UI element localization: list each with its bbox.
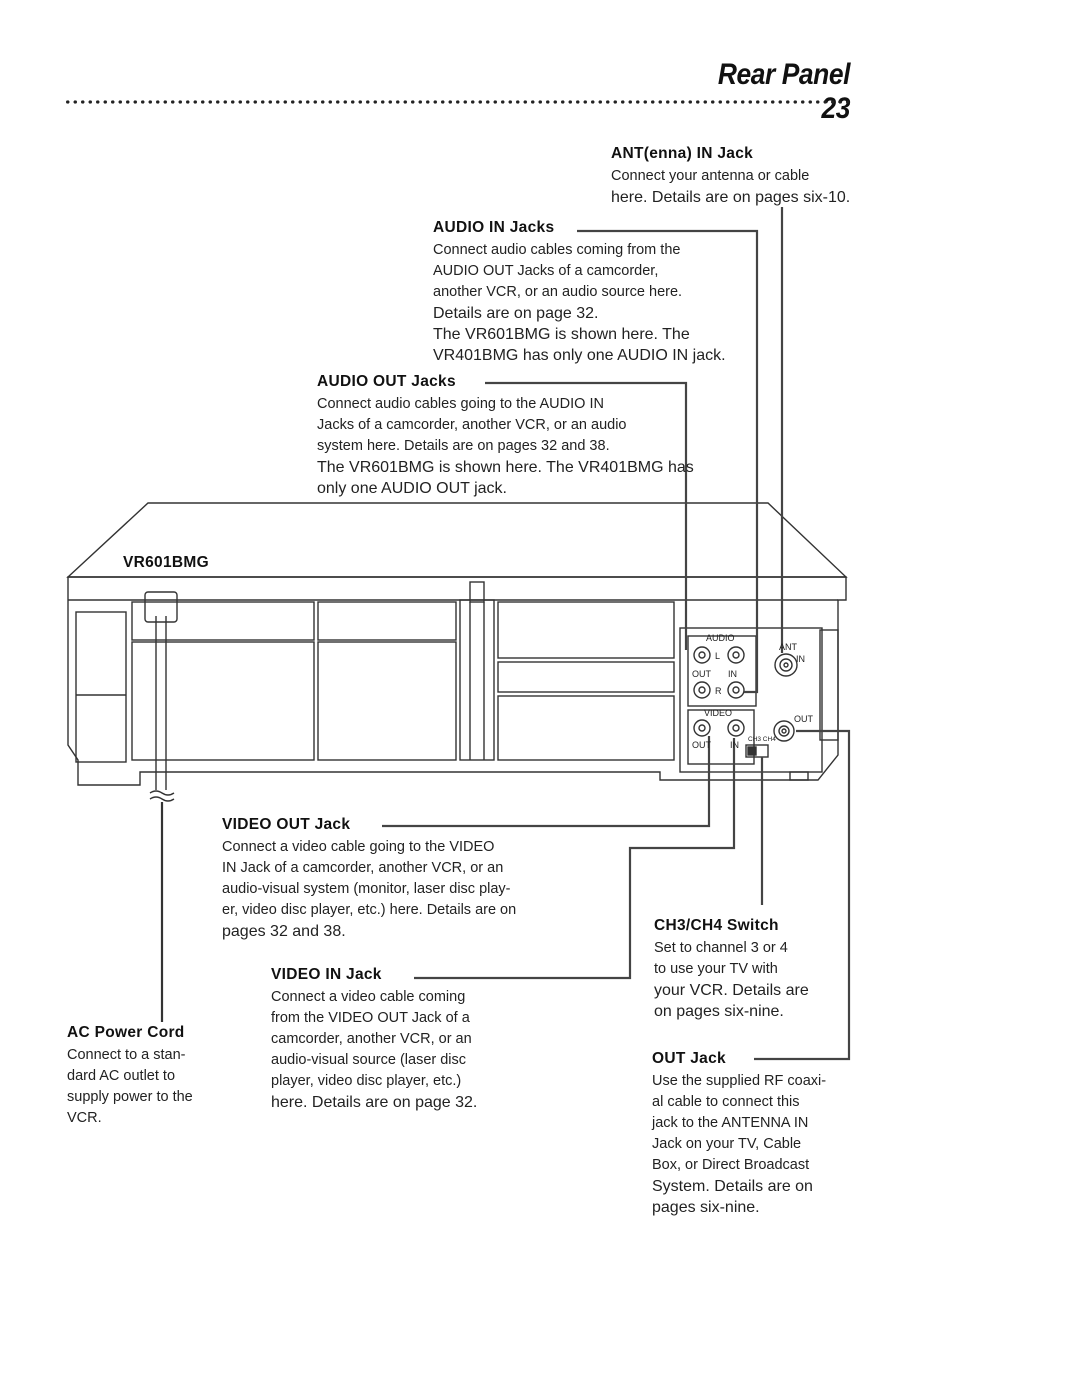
page-title: Rear Panel 23 — [717, 58, 851, 125]
audio-out-heading: AUDIO OUT Jacks — [317, 373, 456, 390]
ch-switch-heading: CH3/CH4 Switch — [654, 917, 779, 934]
out-jack-text-line: Box, or Direct Broadcast — [652, 1157, 810, 1173]
audio-in-r-jack — [727, 681, 745, 699]
out-jack-text-line: al cable to connect this — [652, 1094, 800, 1110]
video-out-text-line: pages 32 and 38. — [222, 923, 346, 940]
ac-power-text-line: VCR. — [67, 1110, 102, 1126]
video-out-callout: VIDEO OUT Jack Connect a video cable goi… — [222, 816, 516, 942]
panel-ant-in-label: IN — [796, 654, 805, 664]
out-jack-heading: OUT Jack — [652, 1050, 726, 1067]
audio-out-callout: AUDIO OUT Jacks Connect audio cables goi… — [317, 373, 694, 499]
power-cord-housing — [144, 591, 178, 623]
audio-in-callout: AUDIO IN Jacks Connect audio cables comi… — [433, 219, 726, 366]
panel-video-in-label: IN — [730, 740, 739, 750]
ch-switch-text-line: your VCR. Details are — [654, 982, 809, 999]
panel-r-label: R — [715, 686, 722, 696]
antenna-in-callout: ANT(enna) IN Jack Connect your antenna o… — [611, 145, 850, 208]
out-jack-text-line: Jack on your TV, Cable — [652, 1136, 802, 1152]
audio-in-text-line: AUDIO OUT Jacks of a camcorder, — [433, 263, 659, 279]
video-in-callout: VIDEO IN Jack Connect a video cable comi… — [271, 966, 477, 1113]
ch3-ch4-switch — [745, 744, 769, 758]
video-in-text-line: camcorder, another VCR, or an — [271, 1031, 472, 1047]
panel-video-label: VIDEO — [704, 708, 732, 718]
audio-out-text-line: Jacks of a camcorder, another VCR, or an… — [317, 417, 627, 433]
out-jack-text-line: pages six-nine. — [652, 1199, 760, 1216]
panel-audio-label: AUDIO — [706, 633, 735, 643]
panel-l-label: L — [715, 651, 720, 661]
panel-ant-label: ANT — [779, 642, 798, 652]
audio-in-text-line: another VCR, or an audio source here. — [433, 284, 683, 300]
video-in-text-line: here. Details are on page 32. — [271, 1094, 478, 1111]
audio-out-r-jack — [693, 681, 711, 699]
audio-in-text-line: The VR601BMG is shown here. The — [433, 326, 690, 343]
audio-in-text-line: VR401BMG has only one AUDIO IN jack. — [433, 347, 726, 364]
audio-out-leader-line — [485, 381, 688, 650]
rf-out-jack — [773, 720, 795, 742]
video-in-text-line: Connect a video cable coming — [271, 989, 466, 1005]
audio-out-text-line: The VR601BMG is shown here. The VR401BMG… — [317, 459, 694, 476]
out-jack-callout: OUT Jack Use the supplied RF coaxi- al c… — [652, 1050, 826, 1218]
audio-in-heading: AUDIO IN Jacks — [433, 219, 555, 236]
ac-power-heading: AC Power Cord — [67, 1024, 185, 1041]
ch-switch-text-line: on pages six-nine. — [654, 1003, 784, 1020]
ac-power-text-line: supply power to the — [67, 1089, 193, 1105]
ac-power-callout: AC Power Cord Connect to a stan- dard AC… — [67, 1024, 227, 1129]
video-in-leader-line — [414, 738, 736, 980]
ac-power-text-line: Connect to a stan- — [67, 1047, 186, 1063]
out-jack-text-line: Use the supplied RF coaxi- — [652, 1073, 827, 1089]
audio-out-text-line: only one AUDIO OUT jack. — [317, 480, 507, 497]
video-in-text-line: player, video disc player, etc.) — [271, 1073, 462, 1089]
panel-video-out-label: OUT — [692, 740, 712, 750]
audio-out-text-line: system here. Details are on pages 32 and… — [317, 438, 610, 454]
vcr-body-outline — [67, 576, 847, 786]
audio-in-text-line: Details are on page 32. — [433, 305, 599, 322]
audio-out-text-line: Connect audio cables going to the AUDIO … — [317, 396, 604, 412]
panel-in-label: IN — [728, 669, 737, 679]
ch-switch-text-line: Set to channel 3 or 4 — [654, 940, 788, 956]
video-in-text-line: from the VIDEO OUT Jack of a — [271, 1010, 470, 1026]
video-out-leader-line — [382, 736, 711, 828]
antenna-in-text-line: here. Details are on pages six-10. — [611, 189, 851, 206]
video-in-jack — [727, 719, 745, 737]
ch-switch-text-line: to use your TV with — [654, 961, 778, 977]
antenna-in-heading: ANT(enna) IN Jack — [611, 145, 754, 162]
panel-rf-out-label: OUT — [794, 714, 814, 724]
video-in-heading: VIDEO IN Jack — [271, 966, 382, 983]
ac-power-text-line: dard AC outlet to — [67, 1068, 176, 1084]
video-out-text-line: audio-visual system (monitor, laser disc… — [222, 881, 511, 897]
audio-out-l-jack — [693, 646, 711, 664]
out-jack-text-line: jack to the ANTENNA IN — [652, 1115, 809, 1131]
video-in-text-line: audio-visual source (laser disc — [271, 1052, 467, 1068]
audio-in-text-line: Connect audio cables coming from the — [433, 242, 681, 258]
panel-ch-label: CH3 CH4 — [748, 736, 776, 743]
video-out-jack — [693, 719, 711, 737]
panel-out-label: OUT — [692, 669, 712, 679]
video-out-text-line: Connect a video cable going to the VIDEO — [222, 839, 495, 855]
ant-in-jack — [774, 653, 798, 677]
ch-switch-callout: CH3/CH4 Switch Set to channel 3 or 4 to … — [654, 917, 809, 1022]
dotted-divider — [64, 98, 850, 106]
video-out-heading: VIDEO OUT Jack — [222, 816, 351, 833]
audio-in-l-jack — [727, 646, 745, 664]
antenna-in-text-line: Connect your antenna or cable — [611, 168, 810, 184]
out-jack-leader-line — [754, 729, 851, 1061]
out-jack-text-line: System. Details are on — [652, 1178, 813, 1195]
model-label: VR601BMG — [123, 554, 209, 571]
video-out-text-line: er, video disc player, etc.) here. Detai… — [222, 902, 517, 918]
audio-in-leader-line — [577, 229, 759, 694]
video-out-text-line: IN Jack of a camcorder, another VCR, or … — [222, 860, 504, 876]
jack-panel — [679, 627, 823, 773]
